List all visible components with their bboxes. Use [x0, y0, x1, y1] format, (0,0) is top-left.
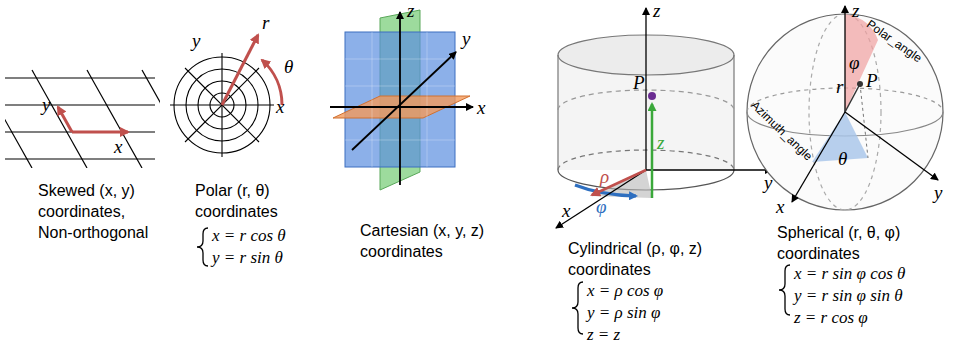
- equation: z = r cos φ: [794, 308, 868, 328]
- axis-label: z: [653, 0, 660, 23]
- axes: [330, 12, 473, 185]
- axis-label: x: [776, 196, 784, 219]
- equation-brace: [197, 228, 208, 266]
- angle-label: θ: [284, 56, 293, 79]
- caption: Cylindrical (ρ, φ, z) coordinates: [568, 238, 728, 280]
- angle-label: θ: [838, 148, 847, 171]
- equation: z = z: [587, 325, 620, 345]
- axes: [556, 8, 772, 228]
- equation: y = r sin θ: [212, 248, 283, 268]
- equation: y = ρ sin φ: [587, 303, 660, 323]
- axis-label: y: [934, 182, 942, 205]
- axis-label: z: [852, 0, 859, 23]
- skewed-grid: [5, 70, 160, 168]
- z-arrow: [651, 104, 654, 198]
- z-label: z: [657, 132, 664, 155]
- equation-brace: [779, 265, 790, 315]
- axis-label: r: [262, 12, 269, 35]
- axis-label: x: [562, 200, 570, 223]
- axis-label: y: [42, 94, 50, 117]
- radius-arrow: [222, 35, 258, 105]
- equation: x = ρ cos φ: [587, 281, 663, 301]
- y-basis-arrow: [58, 107, 72, 132]
- equation: x = r cos θ: [212, 226, 286, 246]
- axis-label: y: [764, 172, 772, 195]
- x-basis-arrow: [72, 131, 128, 134]
- projection-line: [860, 84, 868, 158]
- point-label: P: [866, 70, 878, 93]
- rho-label: ρ: [600, 166, 609, 189]
- radius-line: [845, 84, 860, 112]
- point-p: [857, 81, 863, 87]
- radius-label: r: [836, 76, 843, 99]
- axis-label: z: [407, 0, 414, 23]
- equation: y = r sin φ sin θ: [794, 286, 903, 306]
- axes: [792, 6, 938, 202]
- caption: Polar (r, θ) coordinates: [195, 180, 295, 222]
- caption: Spherical (r, θ, φ) coordinates: [777, 222, 937, 264]
- phi-label: φ: [596, 196, 607, 219]
- axis-label: x: [114, 136, 122, 159]
- point-p: [648, 92, 656, 100]
- point-label: P: [633, 72, 645, 95]
- angle-label: φ: [849, 52, 860, 75]
- axis-label: y: [462, 28, 470, 51]
- caption: Cartesian (x, y, z) coordinates: [360, 220, 520, 262]
- caption: Skewed (x, y) coordinates, Non-orthogona…: [38, 180, 163, 243]
- axis-label: y: [192, 30, 200, 53]
- equation-brace: [572, 282, 583, 334]
- axis-label: x: [276, 96, 284, 119]
- axis-label: x: [477, 97, 485, 120]
- equation: x = r sin φ cos θ: [794, 264, 905, 284]
